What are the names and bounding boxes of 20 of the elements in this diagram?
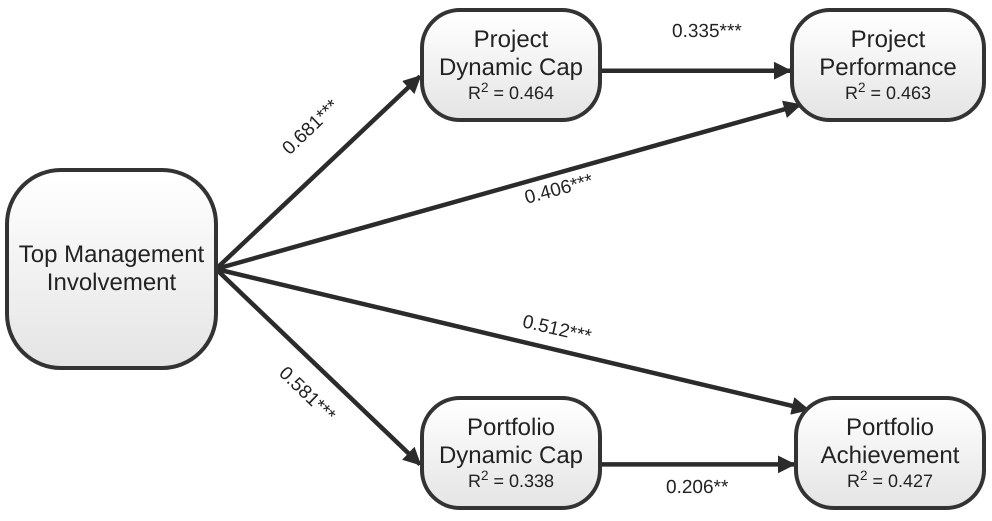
edge-label: 0.335*** <box>671 22 743 41</box>
rounded-box <box>5 168 218 370</box>
rounded-box <box>420 8 602 122</box>
edge-label: 0.206** <box>665 478 730 497</box>
rounded-box <box>790 8 986 122</box>
node-title: Top Management Involvement <box>18 241 206 297</box>
r-squared-value: R$^{2}$ = 0.464 <box>468 82 554 104</box>
r-squared-value: R$^{2}$ = 0.338 <box>468 470 554 492</box>
r-squared-value: R$^{2}$ = 0.427 <box>846 470 934 492</box>
rounded-box <box>794 396 986 510</box>
r-squared-value: R$^{2}$ = 0.463 <box>844 82 932 104</box>
node-title: Project Dynamic Cap <box>438 26 584 82</box>
rounded-box <box>420 396 602 510</box>
node-title: Portfolio Dynamic Cap <box>438 414 584 470</box>
edge-label: 0.512*** <box>520 312 594 348</box>
arrow <box>600 62 792 80</box>
node-title: Project Performance <box>818 26 958 82</box>
edge-label: 0.406*** <box>521 170 596 209</box>
node-title: Portfolio Achievement <box>820 414 960 470</box>
arrow <box>600 455 796 474</box>
